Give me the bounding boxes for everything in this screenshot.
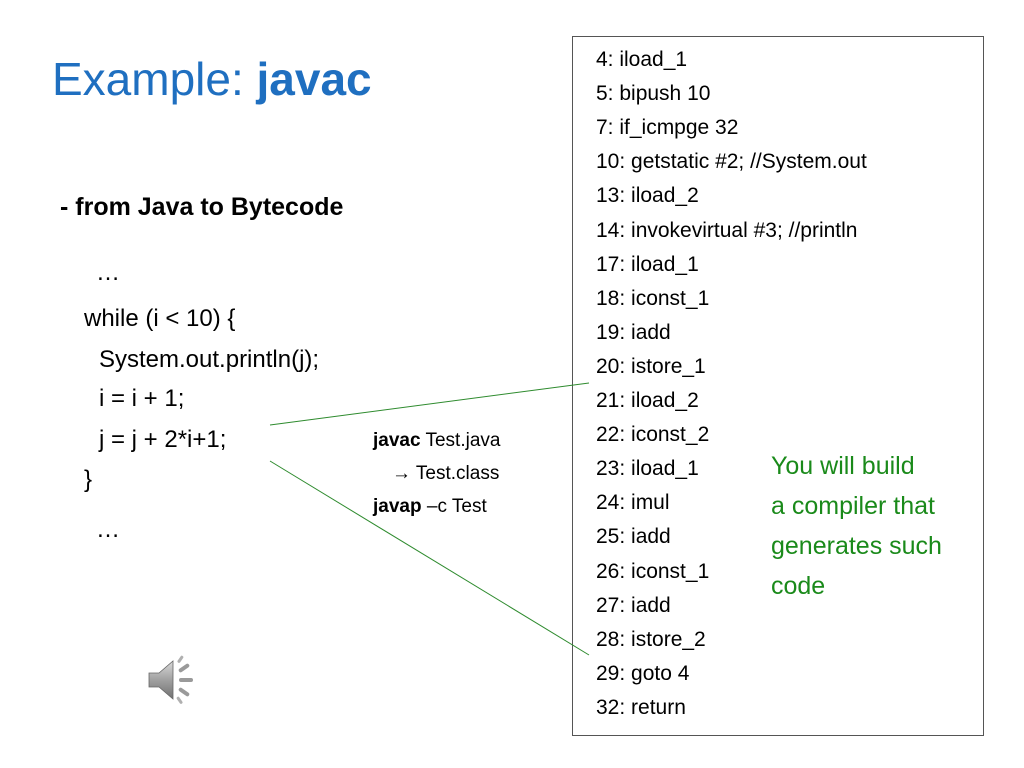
bytecode-line: 27: iadd [596, 593, 671, 617]
code-line-i-assign: i = i + 1; [99, 385, 185, 412]
bytecode-line: 21: iload_2 [596, 389, 699, 412]
note-line: a compiler that [771, 492, 935, 520]
bytecode-line: 22: iconst_2 [596, 423, 710, 447]
note-line: code [771, 572, 826, 600]
bytecode-line: 5: bipush 10 [596, 82, 711, 106]
javap-keyword: javap [373, 496, 422, 517]
bytecode-line: 19: iadd [596, 320, 671, 344]
command-block: javac Test.java → Test.class javap –c Te… [373, 424, 500, 523]
slide-subtitle: - from Java to Bytecode [60, 193, 344, 221]
code-line-close-brace: } [84, 466, 93, 493]
bytecode-line: 24: imul [596, 491, 670, 515]
bytecode-line: 14: invokevirtual #3; //println [596, 218, 858, 242]
javac-args: Test.java [420, 430, 501, 451]
slide-title: Example: javac [52, 52, 372, 106]
bytecode-box [572, 36, 984, 736]
title-bold: javac [256, 53, 372, 105]
code-line-println: System.out.println(j); [99, 346, 320, 373]
connector-line-bottom [269, 460, 590, 656]
class-output-line: → Test.class [392, 463, 500, 484]
bytecode-line: 20: istore_1 [596, 354, 706, 378]
javap-args: –c Test [421, 496, 487, 517]
javac-keyword: javac [373, 430, 421, 451]
code-line-ellipsis-top: … [96, 259, 120, 286]
bytecode-line: 25: iadd [596, 525, 671, 549]
bytecode-line: 28: istore_2 [596, 627, 706, 651]
bytecode-line: 26: iconst_1 [596, 559, 710, 583]
note-line: generates such [771, 532, 942, 560]
bytecode-line: 23: iload_1 [596, 457, 699, 481]
bytecode-line: 10: getstatic #2; //System.out [596, 150, 867, 174]
bytecode-line: 29: goto 4 [596, 661, 690, 685]
code-line-j-assign: j = j + 2*i+1; [99, 426, 227, 453]
bytecode-line: 13: iload_2 [596, 184, 699, 208]
bytecode-line: 18: iconst_1 [596, 286, 710, 310]
bytecode-line: 32: return [596, 695, 686, 719]
compiler-note: You will build a compiler that generates… [771, 446, 942, 606]
bytecode-line: 7: if_icmpge 32 [596, 116, 739, 140]
javac-command: javac Test.java [373, 424, 500, 457]
note-line: You will build [771, 452, 915, 480]
speaker-icon[interactable] [145, 655, 205, 705]
title-prefix: Example: [52, 53, 257, 105]
code-line-while: while (i < 10) { [84, 305, 236, 332]
bytecode-line: 17: iload_1 [596, 252, 699, 276]
connector-line-top [269, 382, 590, 426]
javap-command: javap –c Test [373, 490, 500, 523]
bytecode-line: 4: iload_1 [596, 48, 688, 71]
code-line-ellipsis-bottom: … [96, 516, 120, 543]
